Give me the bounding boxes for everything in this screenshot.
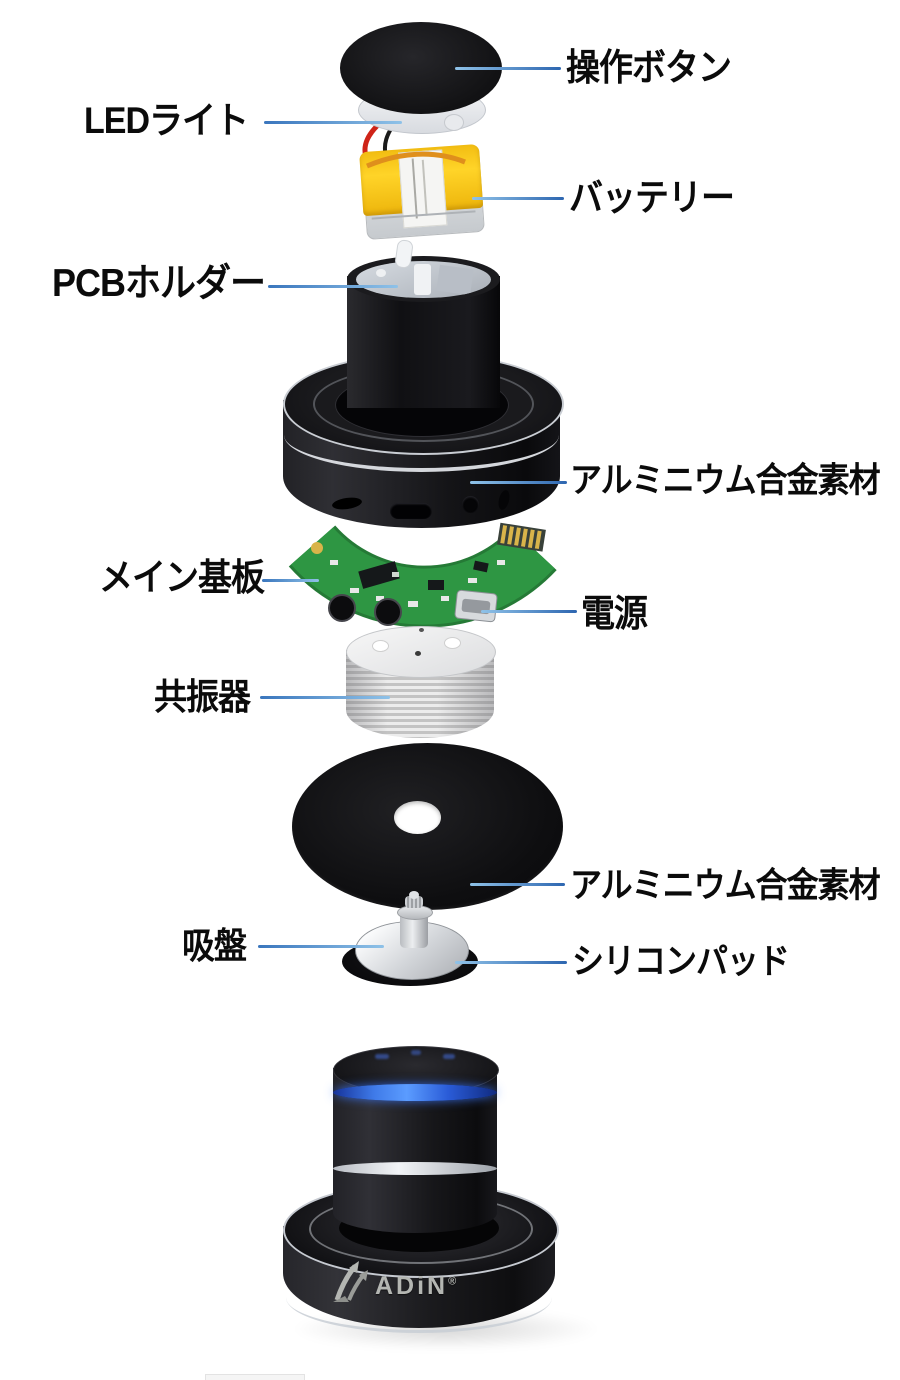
resonator-center-dot: [415, 651, 421, 656]
label-pcb-holder: PCBホルダー: [52, 260, 266, 305]
leader-line-pcb-holder: [268, 285, 398, 288]
resonator-top-dot: [419, 628, 424, 632]
leader-line-operation-button: [455, 67, 561, 70]
brand-logo: ADiN®: [331, 1258, 511, 1310]
label-silicone-pad: シリコンパッド: [572, 941, 790, 981]
leader-line-silicone-pad: [455, 961, 567, 964]
suction-screw-tip: [409, 891, 419, 899]
leader-line-resonator: [260, 696, 390, 699]
pin-header: [497, 522, 546, 552]
label-aluminum-body: アルミニウム合金素材: [570, 460, 881, 500]
leader-line-suction-cup: [258, 945, 384, 948]
micro-usb-connector: [454, 589, 498, 623]
label-resonator: 共振器: [154, 676, 251, 717]
leader-line-power: [481, 610, 577, 613]
ic-chip: [358, 561, 400, 589]
top-face-blue-mark: [443, 1054, 455, 1059]
label-power: 電源: [581, 593, 648, 635]
logo-arrows-icon: [333, 1261, 368, 1302]
leader-line-battery: [472, 197, 564, 200]
leader-line-led-light: [264, 121, 402, 124]
led-glow-ring: [333, 1084, 497, 1101]
resonator-screw-hole: [372, 640, 389, 652]
pcb-holder-opening: [356, 261, 491, 298]
label-led-light: LEDライト: [84, 100, 249, 142]
assembled-product: ADiN®: [283, 1040, 601, 1352]
knob-component: [328, 594, 356, 622]
drum-silver-band: [284, 398, 559, 472]
label-aluminum-disc: アルミニウム合金素材: [570, 865, 881, 905]
leader-line-main-board: [262, 579, 319, 582]
resonator-top-face: [346, 626, 496, 678]
led-ring-nub: [444, 114, 464, 131]
logo-text: ADiN®: [375, 1272, 457, 1300]
label-operation-button: 操作ボタン: [566, 47, 732, 89]
resonator-screw-hole: [444, 637, 461, 649]
drum-hole-dot: [462, 496, 479, 513]
knob-component: [374, 598, 402, 626]
drum-hole-pill: [390, 503, 432, 519]
top-face-blue-mark: [411, 1050, 421, 1055]
suction-screw-knurl: [405, 896, 423, 908]
disc-center-hole: [394, 801, 441, 834]
cylinder-silver-ring: [333, 1162, 497, 1175]
label-main-board: メイン基板: [99, 557, 265, 599]
page-artifact: [205, 1374, 305, 1380]
leader-line-aluminum-disc: [470, 883, 565, 886]
label-suction-cup: 吸盤: [182, 925, 247, 966]
leader-line-aluminum-body: [470, 481, 567, 484]
product-base-bottom-rim: [286, 1262, 552, 1333]
top-face-blue-mark: [375, 1054, 389, 1059]
label-battery: バッテリー: [569, 177, 735, 219]
orange-wire: [366, 151, 466, 169]
